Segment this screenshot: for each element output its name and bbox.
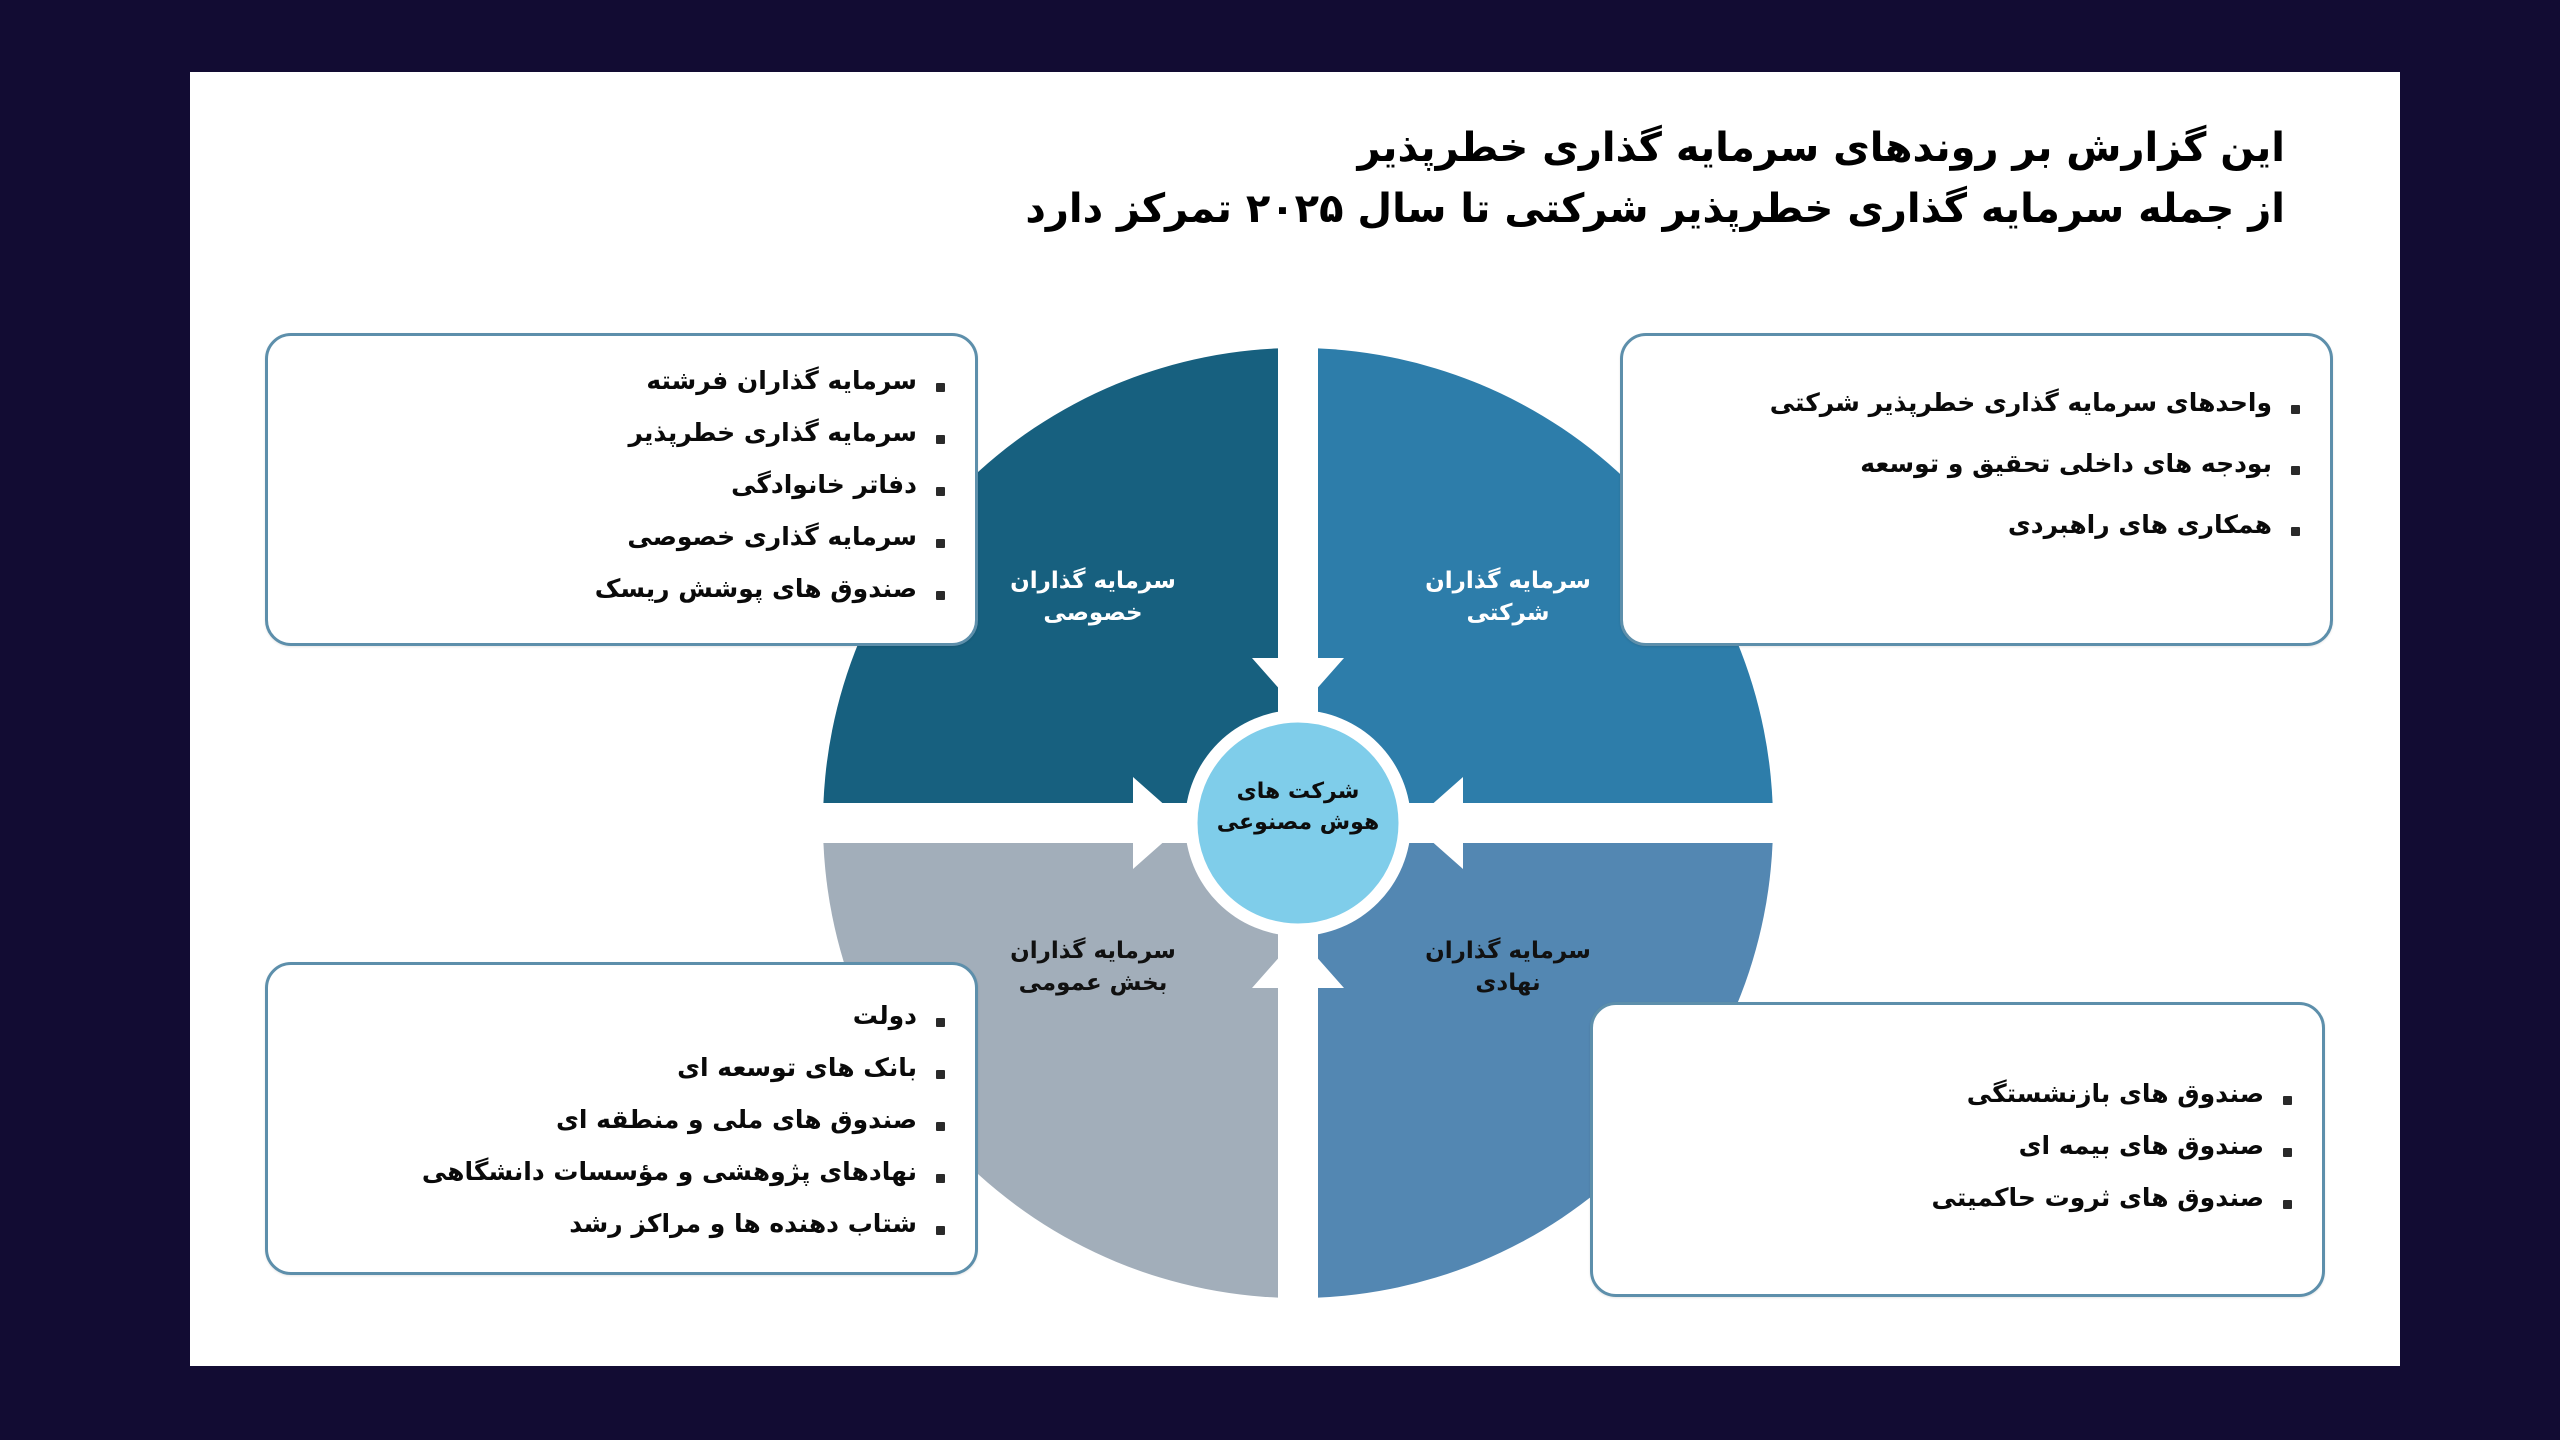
list-item: همکاری های راهبردی (1647, 512, 2306, 537)
slide-canvas: این گزارش بر روندهای سرمایه گذاری خطرپذی… (190, 72, 2400, 1366)
callout-corporate-investors: واحدهای سرمایه گذاری خطرپذیر شرکتی بودجه… (1620, 333, 2333, 646)
quadrant-public (823, 843, 1278, 1298)
list-item: صندوق های ملی و منطقه ای (292, 1107, 951, 1132)
callout-private-investors: سرمایه گذاران فرشته سرمایه گذاری خطرپذیر… (265, 333, 978, 646)
list-item: سرمایه گذاری خطرپذیر (292, 420, 951, 445)
callout-list-institutional: صندوق های بازنشستگی صندوق های بیمه ای صن… (1617, 1081, 2298, 1210)
list-item: صندوق های پوشش ریسک (292, 576, 951, 601)
inward-arrows (823, 348, 1773, 1298)
list-item: واحدهای سرمایه گذاری خطرپذیر شرکتی (1647, 390, 2306, 415)
list-item: صندوق های بازنشستگی (1617, 1081, 2298, 1106)
quadrant-corporate (1318, 348, 1773, 803)
list-item: صندوق های ثروت حاکمیتی (1617, 1185, 2298, 1210)
list-item: نهادهای پژوهشی و مؤسسات دانشگاهی (292, 1159, 951, 1184)
list-item: دفاتر خانوادگی (292, 472, 951, 497)
arrow-left-icon (1411, 777, 1773, 869)
hub-circle (1192, 717, 1404, 929)
arrow-right-icon (823, 777, 1185, 869)
list-item: بودجه های داخلی تحقیق و توسعه (1647, 451, 2306, 476)
list-item: صندوق های بیمه ای (1617, 1133, 2298, 1158)
list-item: دولت (292, 1003, 951, 1028)
callout-institutional-investors: صندوق های بازنشستگی صندوق های بیمه ای صن… (1590, 1002, 2325, 1297)
arrow-up-icon (1252, 936, 1344, 1298)
title-line-1: این گزارش بر روندهای سرمایه گذاری خطرپذی… (1357, 125, 2285, 171)
list-item: شتاب دهنده ها و مراکز رشد (292, 1211, 951, 1236)
callout-public-sector-investors: دولت بانک های توسعه ای صندوق های ملی و م… (265, 962, 978, 1275)
title-line-2: از جمله سرمایه گذاری خطرپذیر شرکتی تا سا… (1025, 185, 2285, 232)
arrow-down-icon (1252, 348, 1344, 710)
quadrant-institutional (1318, 843, 1773, 1298)
list-item: بانک های توسعه ای (292, 1055, 951, 1080)
list-item: سرمایه گذاران فرشته (292, 368, 951, 393)
callout-list-public: دولت بانک های توسعه ای صندوق های ملی و م… (292, 1003, 951, 1236)
callout-list-private: سرمایه گذاران فرشته سرمایه گذاری خطرپذیر… (292, 368, 951, 601)
page-title: این گزارش بر روندهای سرمایه گذاری خطرپذی… (785, 118, 2285, 240)
quadrant-private (823, 348, 1278, 803)
list-item: سرمایه گذاری خصوصی (292, 524, 951, 549)
callout-list-corporate: واحدهای سرمایه گذاری خطرپذیر شرکتی بودجه… (1647, 390, 2306, 537)
